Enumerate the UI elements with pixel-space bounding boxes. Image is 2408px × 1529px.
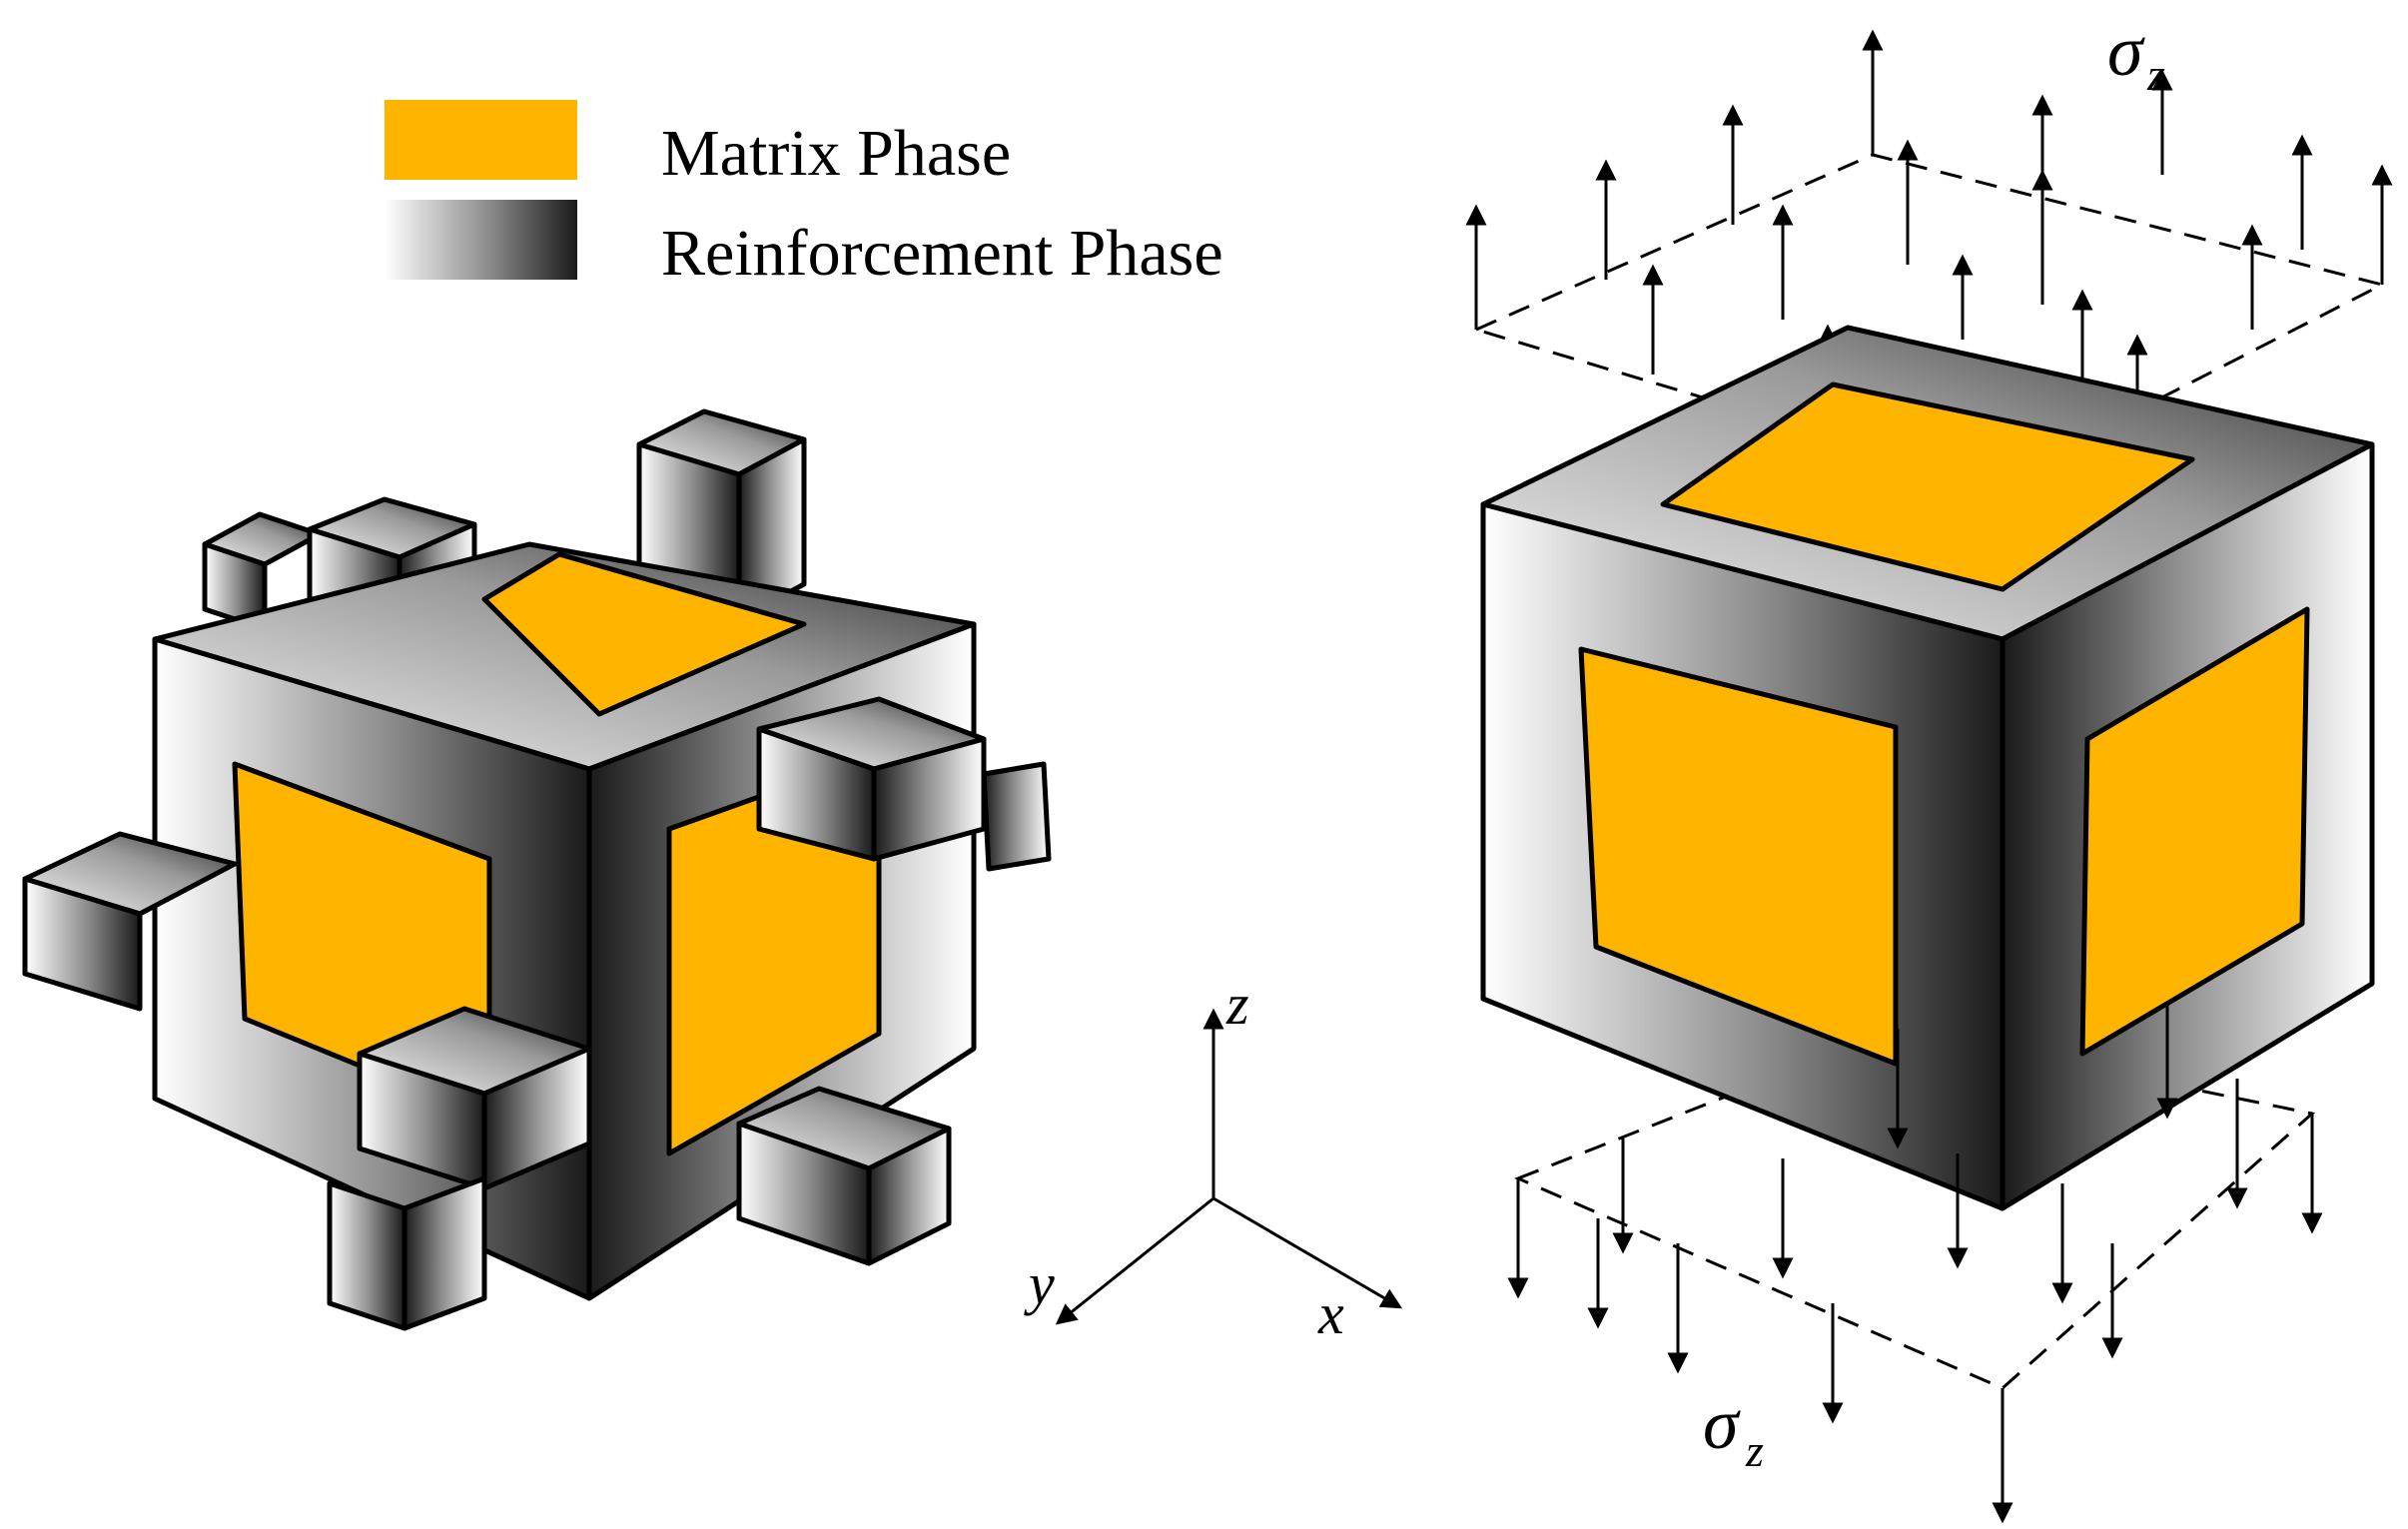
matrix-top-window: [481, 551, 807, 717]
right-lower-bar: [736, 1086, 952, 1266]
axis-label-y: y: [1024, 1251, 1055, 1316]
right-back-bar: [981, 761, 1052, 872]
legend-reinforcement-label: Reinforcement Phase: [661, 217, 1223, 290]
bottom-stress-arrows: [1507, 1004, 2323, 1524]
cube-top-matrix-window: [1660, 382, 2195, 592]
legend-matrix-swatch: [385, 100, 577, 180]
cube-right-matrix-window: [2079, 606, 2310, 1057]
sigma-bottom-subscript: z: [1745, 1425, 1764, 1476]
right-upper-bar: [756, 696, 987, 862]
left-bar: [22, 831, 238, 1012]
center-front-bar: [357, 1006, 592, 1191]
bottom-pillar: [327, 1175, 487, 1331]
legend: Matrix Phase Reinforcement Phase: [385, 100, 1223, 290]
sigma-top-subscript: z: [2146, 49, 2165, 100]
lattice-reinforcement-structure: [22, 408, 1052, 1331]
stress-label-top: σ z: [2107, 11, 2165, 100]
loaded-cube: [1480, 325, 2375, 1211]
stress-label-bottom: σ z: [1703, 1384, 1764, 1476]
axis-label-x: x: [1317, 1281, 1344, 1346]
sigma-bottom-symbol: σ: [1703, 1384, 1741, 1464]
cube-front-matrix-window: [1578, 646, 1899, 1067]
coordinate-axes: z y x: [1024, 972, 1403, 1346]
sigma-top-symbol: σ: [2107, 11, 2145, 91]
legend-reinforcement-swatch: [385, 200, 577, 280]
axis-label-z: z: [1225, 972, 1249, 1037]
back-top-bar: [202, 511, 323, 632]
legend-matrix-label: Matrix Phase: [661, 117, 1011, 190]
top-loading-plane: [1471, 153, 2387, 486]
